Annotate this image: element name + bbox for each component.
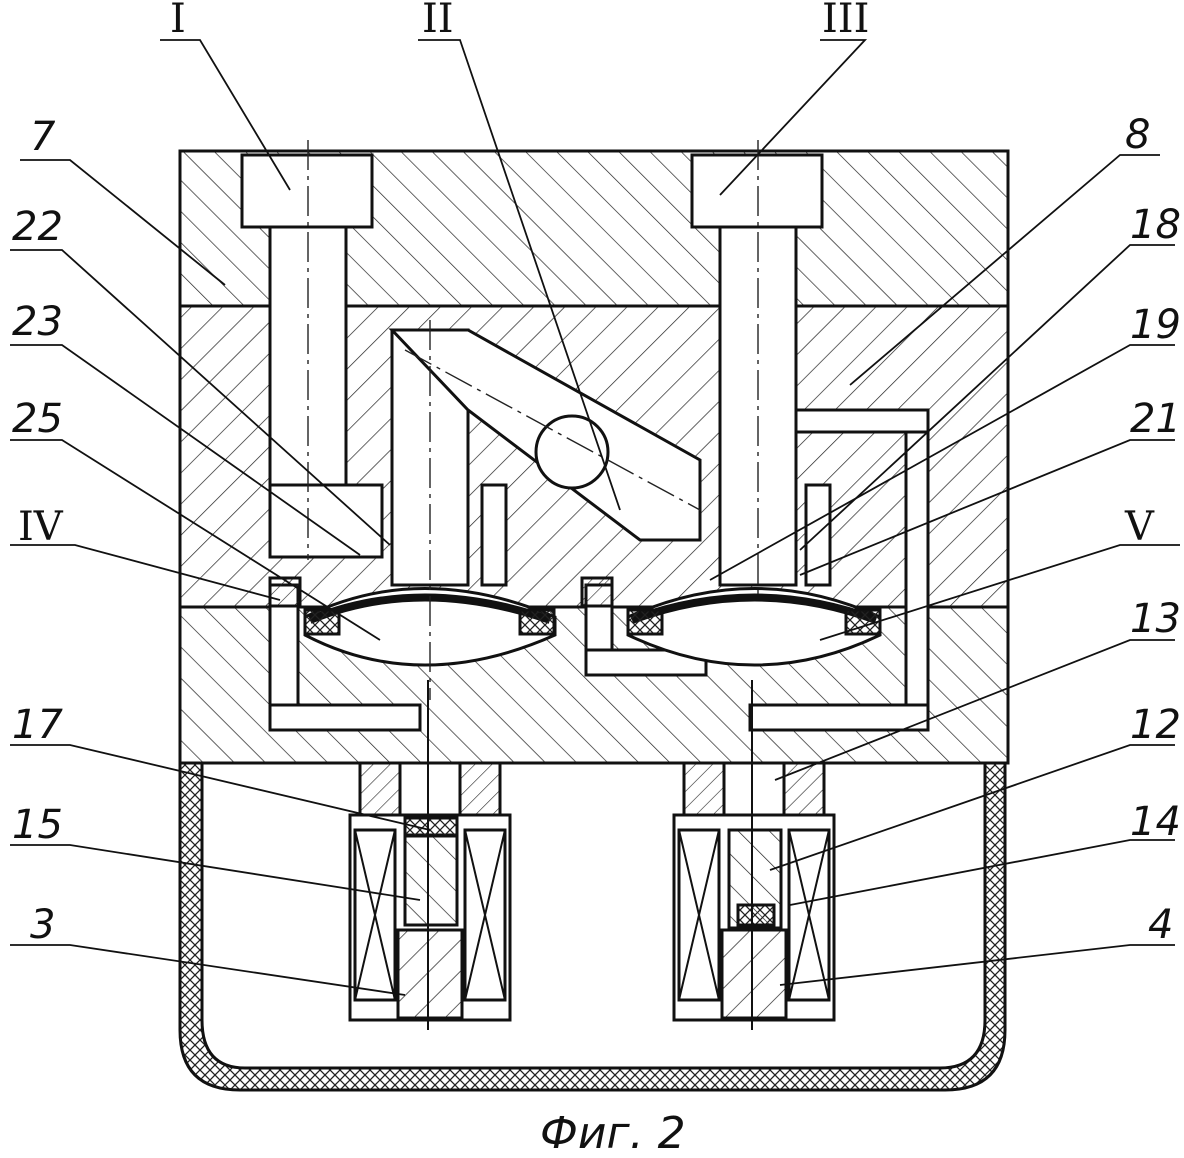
- label-IV: IV: [18, 504, 64, 550]
- label-4: 4: [1148, 902, 1173, 948]
- label-23: 23: [12, 299, 63, 345]
- label-17: 17: [12, 702, 63, 748]
- channel-right-h2: [750, 705, 928, 730]
- gasket-left-b: [520, 610, 554, 634]
- label-21: 21: [1130, 396, 1181, 442]
- label-II: II: [422, 0, 454, 42]
- armature-left-15: [405, 835, 457, 925]
- bottom-casing: [180, 763, 1005, 1090]
- label-I: I: [170, 0, 186, 42]
- port-III-socket: [692, 155, 822, 227]
- gasket-right-a: [628, 610, 662, 634]
- spring-left-17: [405, 818, 457, 836]
- label-8: 8: [1125, 112, 1150, 158]
- label-14: 14: [1130, 799, 1181, 845]
- plug-mid: [582, 578, 612, 606]
- core-right: [722, 930, 786, 1018]
- label-V: V: [1124, 504, 1155, 550]
- core-left: [398, 930, 462, 1018]
- figure-caption: Фиг. 2: [540, 1108, 686, 1158]
- label-III: III: [822, 0, 869, 42]
- port-I-socket: [242, 155, 372, 227]
- label-15: 15: [12, 802, 63, 848]
- label-7: 7: [30, 114, 56, 160]
- seat-right-wall: [806, 485, 830, 585]
- channel-right-v: [906, 410, 928, 730]
- plug-left: [270, 578, 300, 606]
- gasket-left-a: [305, 610, 339, 634]
- label-13: 13: [1130, 596, 1181, 642]
- label-3: 3: [30, 902, 55, 948]
- label-12: 12: [1130, 702, 1181, 748]
- seat-left-wall: [482, 485, 506, 585]
- port-I-step: [270, 485, 382, 557]
- label-22: 22: [12, 204, 63, 250]
- label-19: 19: [1130, 302, 1181, 348]
- label-18: 18: [1130, 202, 1181, 248]
- label-25: 25: [12, 396, 63, 442]
- channel-lower-left-h: [270, 705, 420, 730]
- channel-right-h1: [796, 410, 928, 432]
- spring-right-14: [738, 905, 774, 925]
